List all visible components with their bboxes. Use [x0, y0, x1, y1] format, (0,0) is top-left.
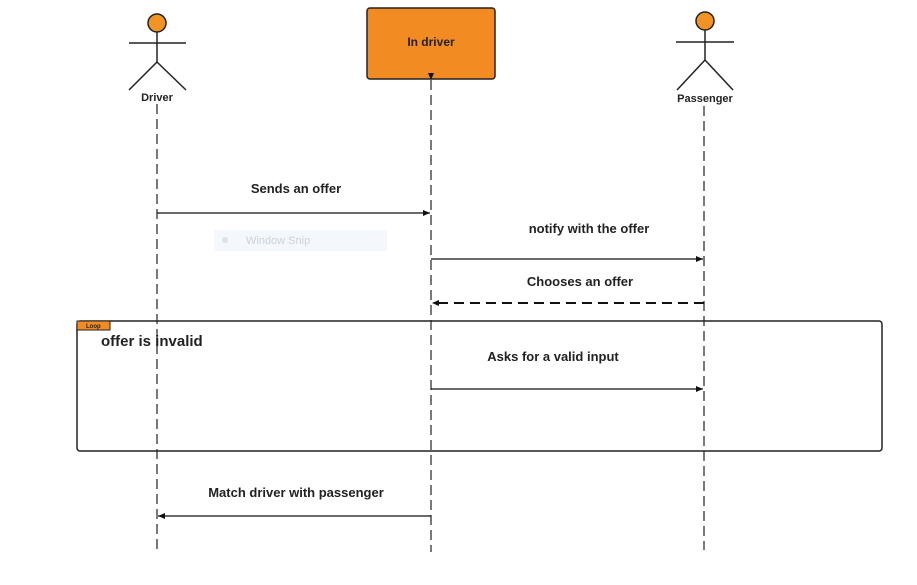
- message-chooses-offer-label: Chooses an offer: [527, 274, 633, 289]
- window-snip-label: Window Snip: [246, 235, 310, 247]
- driver-head-icon: [147, 13, 167, 33]
- loop-frame-tag-box: [76, 320, 111, 331]
- driver-label: Driver: [141, 92, 174, 104]
- window-snip-overlay: Window Snip: [214, 230, 387, 251]
- window-snip-icon: [222, 237, 228, 243]
- passenger-left-leg: [676, 59, 706, 91]
- loop-frame-condition: offer is invalid: [101, 333, 203, 350]
- passenger-actor: Passenger: [676, 11, 734, 105]
- driver-left-leg: [128, 61, 158, 91]
- loop-frame: Loop offer is invalid: [76, 320, 883, 452]
- message-notify-offer-label: notify with the offer: [529, 221, 650, 236]
- message-asks-valid-input-label: Asks for a valid input: [487, 349, 619, 364]
- driver-right-leg: [156, 61, 187, 91]
- message-sends-offer: Sends an offer: [157, 181, 430, 216]
- passenger-label: Passenger: [677, 93, 733, 105]
- message-match-driver-label: Match driver with passenger: [208, 485, 384, 500]
- passenger-head-icon: [695, 11, 715, 31]
- message-chooses-offer: Chooses an offer: [432, 274, 704, 306]
- in-driver-label: In driver: [407, 35, 455, 49]
- window-snip-box: [214, 230, 387, 251]
- loop-frame-box: [76, 320, 883, 452]
- message-notify-offer: notify with the offer: [431, 221, 703, 262]
- passenger-right-leg: [704, 59, 734, 91]
- message-sends-offer-label: Sends an offer: [251, 181, 341, 196]
- message-match-driver: Match driver with passenger: [158, 485, 431, 519]
- message-asks-valid-input: Asks for a valid input: [431, 349, 703, 392]
- loop-frame-tag: Loop: [86, 324, 101, 330]
- in-driver-participant: In driver: [366, 7, 496, 80]
- driver-actor: Driver: [128, 13, 187, 104]
